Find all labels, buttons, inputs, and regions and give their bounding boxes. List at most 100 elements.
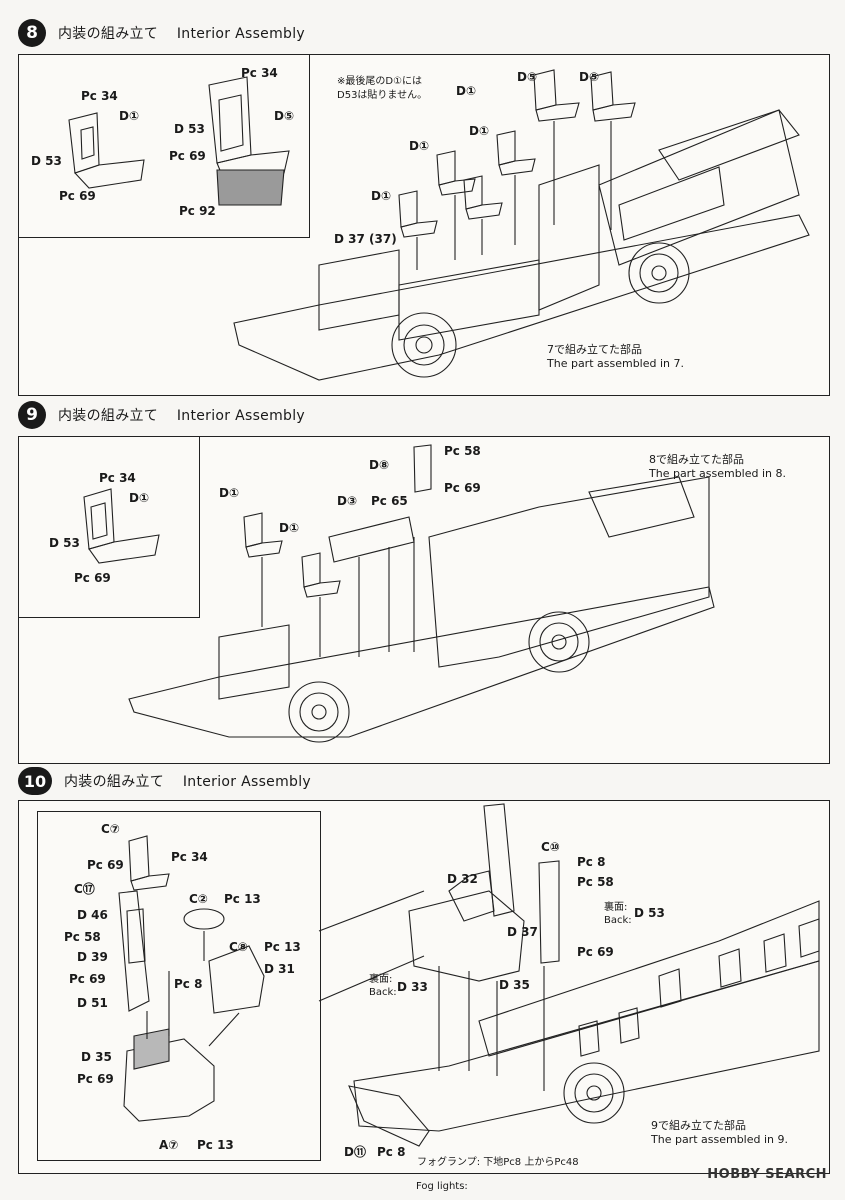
s8-pc92: Pc 92 xyxy=(179,204,216,218)
s8-note-line1: ※最後尾のD①には xyxy=(337,76,423,87)
s10-pc69: Pc 69 xyxy=(87,858,124,872)
s9-d3: D③ xyxy=(337,494,358,508)
s9-d1-b: D① xyxy=(279,521,300,535)
s10-pc8-b: Pc 8 xyxy=(577,855,606,869)
step-9-title-ja: 内装の組み立て xyxy=(58,408,159,424)
s10-pc34: Pc 34 xyxy=(171,850,208,864)
s10-back2: 裏面: Back: xyxy=(604,901,632,927)
s8-pc69-a: Pc 69 xyxy=(59,189,96,203)
step-8-inset xyxy=(18,54,310,238)
s10-c10: C⑩ xyxy=(541,840,560,854)
s10-back-en: Back: xyxy=(369,987,397,998)
s9-pc34: Pc 34 xyxy=(99,471,136,485)
step-8-drawing xyxy=(68,69,810,381)
s10-pc69-c: Pc 69 xyxy=(77,1072,114,1086)
s10-a7: A⑦ xyxy=(159,1138,179,1152)
s10-c2: C② xyxy=(189,892,208,906)
s9-d8: D⑧ xyxy=(369,458,390,472)
s8-d1-inset: D① xyxy=(119,109,140,123)
hobby-search-watermark: HOBBY SEARCH xyxy=(707,1167,827,1182)
s10-pc13-b: Pc 13 xyxy=(264,940,301,954)
s10-d51: D 51 xyxy=(77,996,108,1010)
s10-back2-en: Back: xyxy=(604,915,632,926)
s8-d5-left: D⑤ xyxy=(517,70,538,84)
s8-pc34-a: Pc 34 xyxy=(81,89,118,103)
s10-ref-ja: 9で組み立てた部品 xyxy=(651,1119,746,1132)
s10-pc58-b: Pc 58 xyxy=(577,875,614,889)
s10-c8: C⑧ xyxy=(229,940,248,954)
step-10-frame: C⑦ Pc 69 Pc 34 C⑰ D 46 Pc 58 D 39 Pc 69 … xyxy=(18,800,830,1174)
s8-d37: D 37 (37) xyxy=(334,232,397,246)
s10-d35: D 35 xyxy=(81,1050,112,1064)
step-10-inset xyxy=(37,811,321,1161)
s10-fog: フォグランプ: 下地Pc8 上からPc48 xyxy=(417,1156,579,1170)
step-8-title-en: Interior Assembly xyxy=(176,26,305,42)
s8-ref-ja: 7で組み立てた部品 xyxy=(547,343,642,356)
s9-pc65: Pc 65 xyxy=(371,494,408,508)
step-10-title: 内装の組み立て Interior Assembly xyxy=(64,771,311,791)
step-9-title: 内装の組み立て Interior Assembly xyxy=(58,405,305,425)
step-10-drawing xyxy=(118,803,820,1147)
s10-ref-en: The part assembled in 9. xyxy=(651,1133,789,1147)
step-10-title-en: Interior Assembly xyxy=(182,774,311,790)
s9-d1-inset: D① xyxy=(129,491,150,505)
s10-d11: D⑪ xyxy=(344,1145,366,1159)
s8-d1-a: D① xyxy=(456,84,477,98)
s10-pc8: Pc 8 xyxy=(174,977,203,991)
s10-d33: D 33 xyxy=(397,980,428,994)
s8-note: ※最後尾のD①には D53は貼りません。 xyxy=(337,75,427,103)
s10-pc13: Pc 13 xyxy=(224,892,261,906)
s9-pc69: Pc 69 xyxy=(74,571,111,585)
s10-pc58: Pc 58 xyxy=(64,930,101,944)
s8-ref-en: The part assembled in 7. xyxy=(547,357,685,371)
s10-d39: D 39 xyxy=(77,950,108,964)
s8-d53-a: D 53 xyxy=(31,154,62,168)
s10-c17: C⑰ xyxy=(74,882,95,896)
step-8-title-ja: 内装の組み立て xyxy=(58,26,159,42)
s10-d37: D 37 xyxy=(507,925,538,939)
s10-d53: D 53 xyxy=(634,906,665,920)
s10-d35-b: D 35 xyxy=(499,978,530,992)
s8-ref: 7で組み立てた部品 The part assembled in 7. xyxy=(547,343,684,372)
step-10-header: 10 内装の組み立て Interior Assembly xyxy=(18,766,311,796)
step-8-frame: Pc 34 D① D 53 Pc 69 Pc 34 D 53 D⑤ Pc 69 … xyxy=(18,54,830,396)
step-9-inset xyxy=(18,436,200,618)
s10-back2-ja: 裏面: xyxy=(604,902,628,913)
step-9-drawing xyxy=(83,444,715,743)
s8-d5-inset: D⑤ xyxy=(274,109,295,123)
s10-back-ja: 裏面: xyxy=(369,974,393,985)
s9-pc58: Pc 58 xyxy=(444,444,481,458)
s9-ref-ja: 8で組み立てた部品 xyxy=(649,453,744,466)
step-10-title-ja: 内装の組み立て xyxy=(64,774,165,790)
step-10-number: 10 xyxy=(18,767,52,795)
step-8-title: 内装の組み立て Interior Assembly xyxy=(58,23,305,43)
s8-d5-right: D⑤ xyxy=(579,70,600,84)
s8-d1-b: D① xyxy=(469,124,490,138)
s10-pc8-c: Pc 8 xyxy=(377,1145,406,1159)
s9-ref-en: The part assembled in 8. xyxy=(649,467,787,481)
s10-fog-ja: フォグランプ: 下地Pc8 上からPc48 xyxy=(417,1157,579,1168)
s10-c7: C⑦ xyxy=(101,822,120,836)
s8-d1-d: D① xyxy=(371,189,392,203)
step-8-number: 8 xyxy=(18,19,46,47)
s8-pc34-b: Pc 34 xyxy=(241,66,278,80)
s10-d31: D 31 xyxy=(264,962,295,976)
s10-d46: D 46 xyxy=(77,908,108,922)
s9-pc69-b: Pc 69 xyxy=(444,481,481,495)
step-9-frame: Pc 34 D① D 53 Pc 69 D⑧ Pc 58 Pc 69 D③ Pc… xyxy=(18,436,830,764)
s8-d53-b: D 53 xyxy=(174,122,205,136)
s10-pc13-c: Pc 13 xyxy=(197,1138,234,1152)
step-9-title-en: Interior Assembly xyxy=(176,408,305,424)
s9-d53: D 53 xyxy=(49,536,80,550)
step-8-header: 8 内装の組み立て Interior Assembly xyxy=(18,18,305,48)
step-9-header: 9 内装の組み立て Interior Assembly xyxy=(18,400,305,430)
s10-d32: D 32 xyxy=(447,872,478,886)
step-9-number: 9 xyxy=(18,401,46,429)
s8-d1-c: D① xyxy=(409,139,430,153)
s10-pc69-d: Pc 69 xyxy=(577,945,614,959)
s9-d1-a: D① xyxy=(219,486,240,500)
s10-fog-en: Fog lights: xyxy=(416,1181,468,1192)
s9-ref: 8で組み立てた部品 The part assembled in 8. xyxy=(649,453,786,482)
s10-pc69-b: Pc 69 xyxy=(69,972,106,986)
s8-pc69-b: Pc 69 xyxy=(169,149,206,163)
